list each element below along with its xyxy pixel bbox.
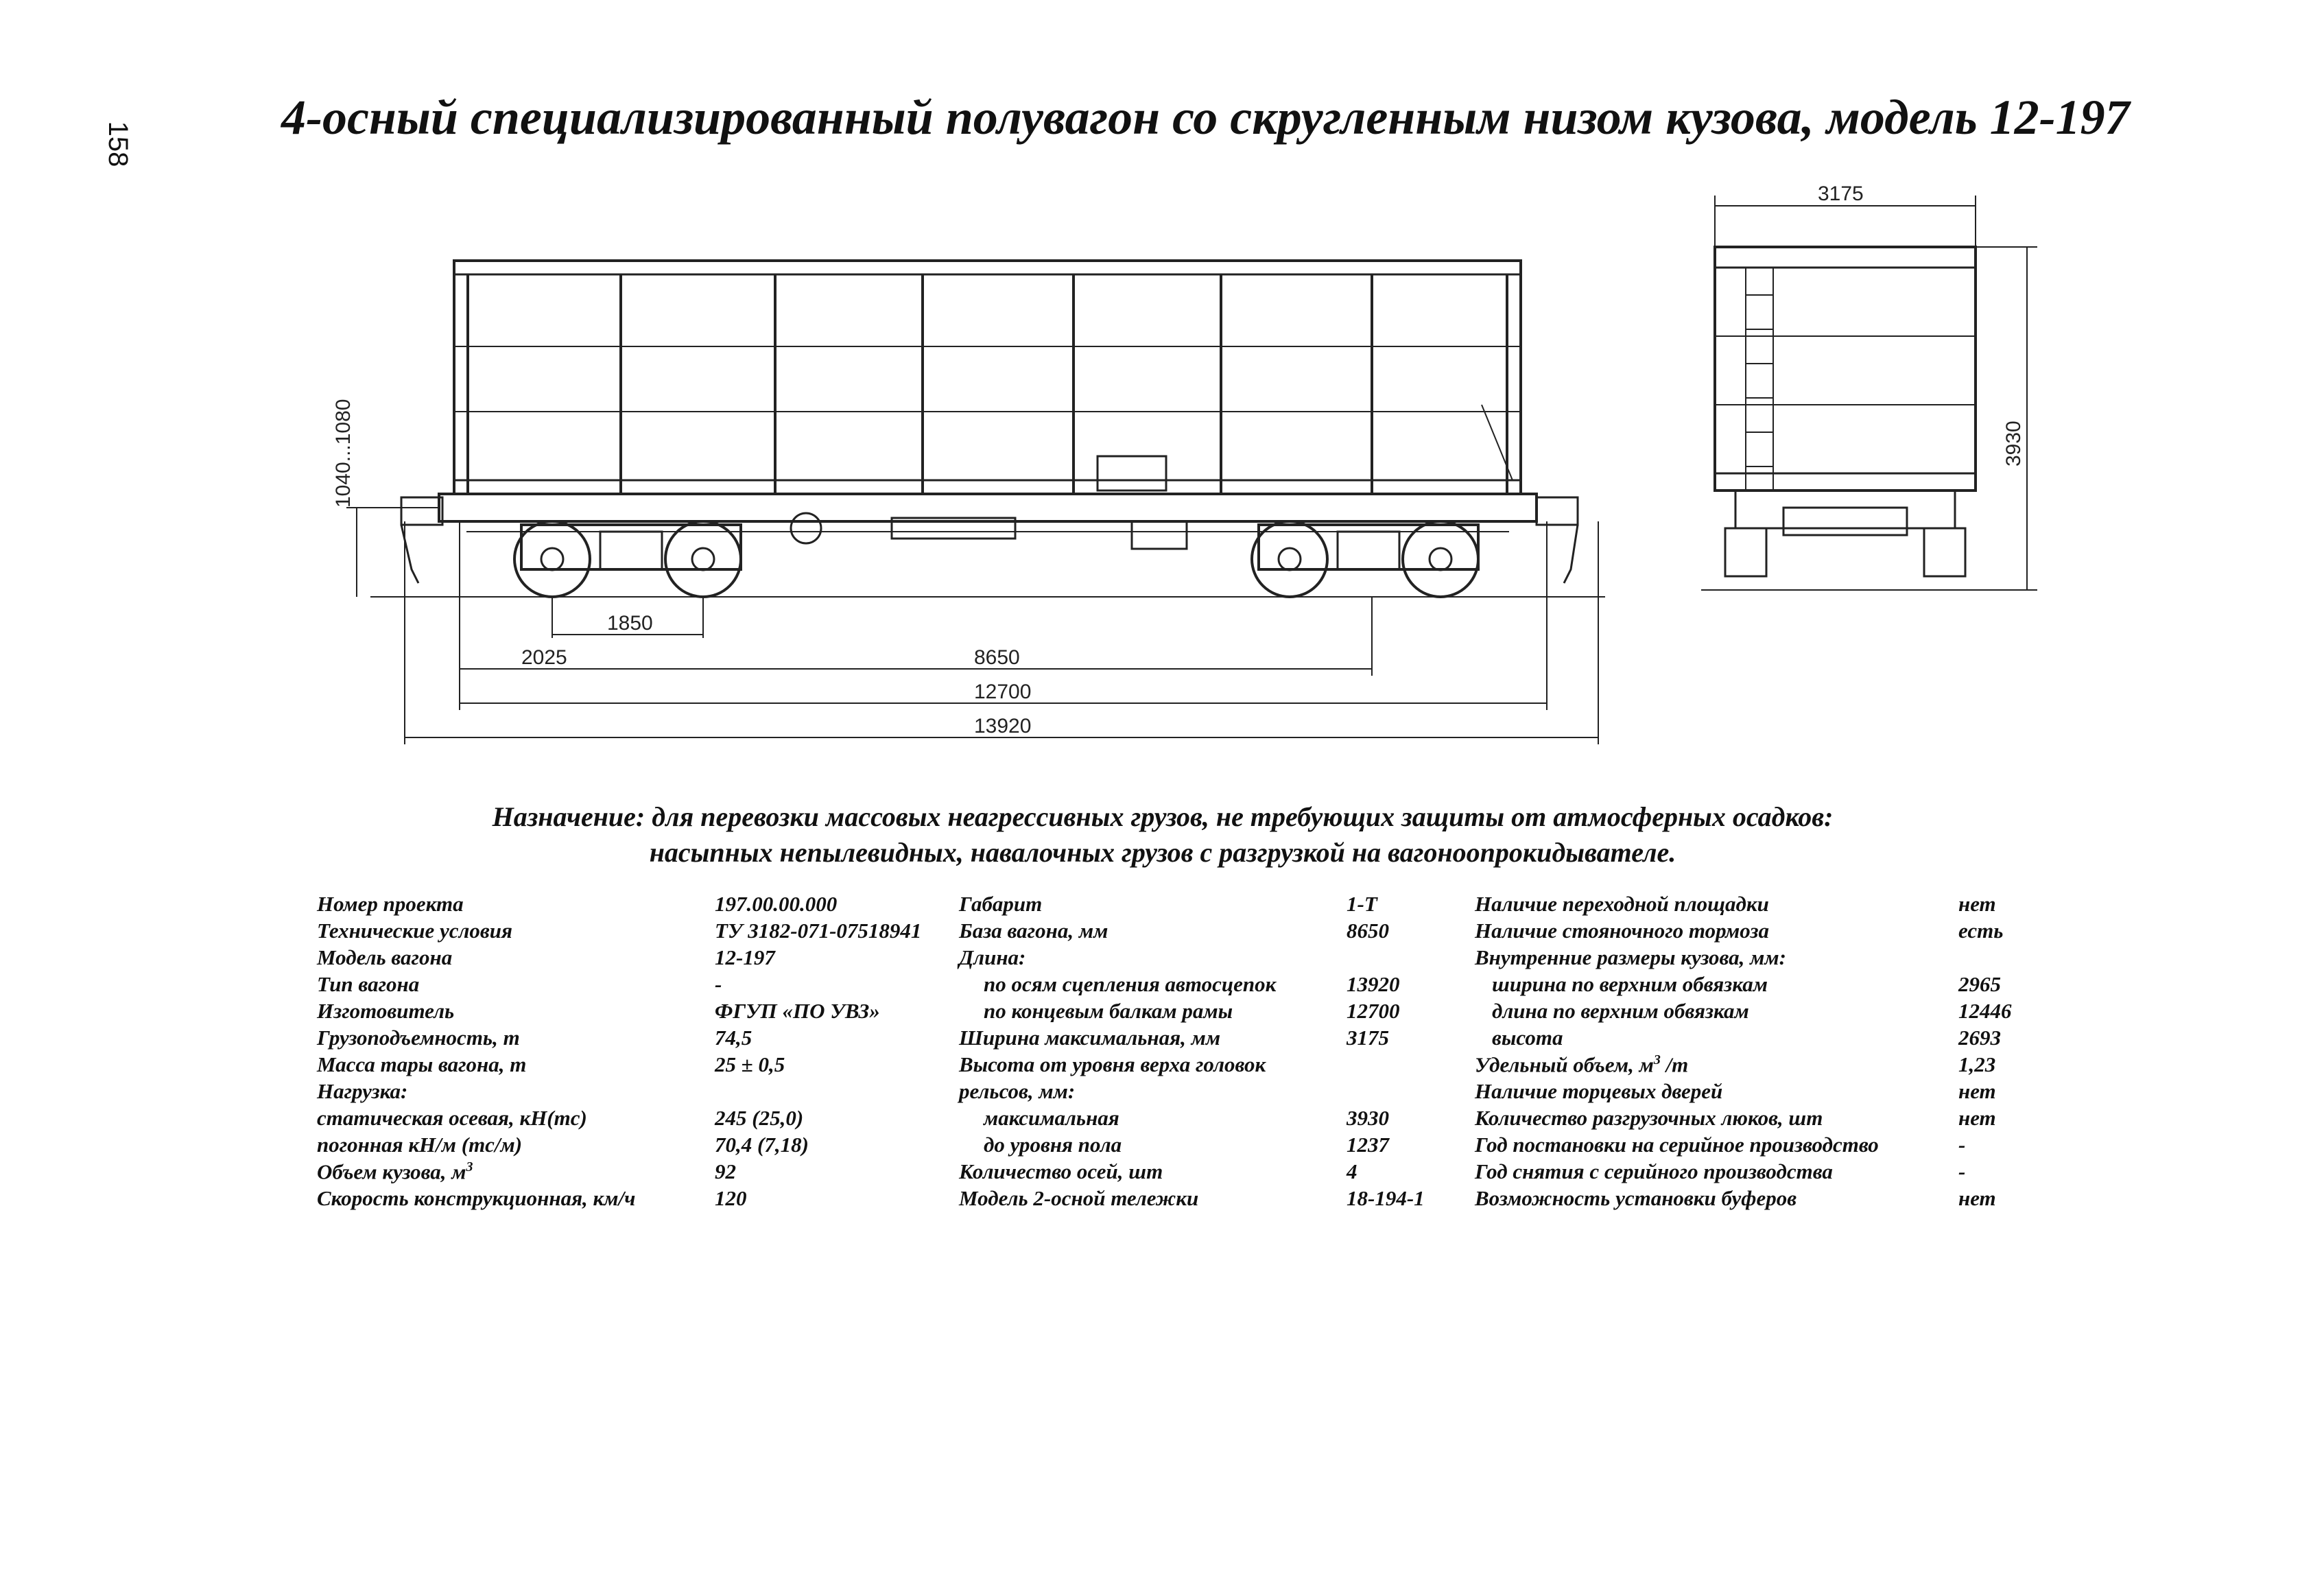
spec-label: Номер проекта — [317, 892, 464, 916]
spec-label-sup: 3 — [1653, 1052, 1661, 1067]
spec-value: 2693 — [1958, 1026, 2001, 1050]
spec-value: нет — [1958, 1106, 1996, 1130]
spec-value: 3930 — [1347, 1106, 1389, 1130]
spec-label: ширина по верхним обвязкам — [1492, 972, 1768, 996]
spec-value: 4 — [1347, 1159, 1357, 1183]
spec-label: Технические условия — [317, 919, 512, 943]
spec-value: 1237 — [1347, 1133, 1389, 1157]
spec-value: 2965 — [1958, 972, 2001, 996]
spec-value: есть — [1958, 919, 2004, 943]
spec-value: 1,23 — [1958, 1052, 1996, 1076]
dim-coupler-length: 13920 — [974, 715, 1031, 737]
spec-value: - — [1958, 1159, 1966, 1183]
end-view-dimensions — [1714, 196, 2037, 591]
spec-label: Длина: — [959, 945, 1026, 969]
spec-label-text: Удельный объем, м — [1475, 1052, 1654, 1077]
spec-label-sup: 3 — [466, 1159, 473, 1174]
spec-value: 12446 — [1958, 999, 2012, 1023]
end-view — [1701, 246, 2003, 591]
dim-height: 3930 — [2002, 421, 2025, 466]
spec-label: Модель вагона — [317, 945, 453, 969]
spec-value: 25 ± 0,5 — [715, 1052, 785, 1076]
spec-value: 13920 — [1347, 972, 1400, 996]
spec-label: высота — [1492, 1026, 1563, 1050]
spec-label: Возможность установки буферов — [1475, 1186, 1797, 1210]
purpose-line-2: насыпных непылевидных, навалочных грузов… — [649, 837, 1676, 868]
purpose-line-1: Назначение: для перевозки массовых неагр… — [492, 801, 1834, 832]
spec-label: Масса тары вагона, т — [317, 1052, 527, 1076]
spec-value: ТУ 3182-071-07518941 — [715, 919, 922, 943]
bogie-left — [513, 520, 742, 598]
spec-label: статическая осевая, кН(тс) — [317, 1106, 587, 1130]
purpose-text: Назначение: для перевозки массовых неагр… — [384, 799, 1941, 871]
spec-label: Наличие стояночного тормоза — [1475, 919, 1769, 943]
spec-label: максимальная — [984, 1106, 1119, 1130]
dim-width: 3175 — [1818, 182, 1864, 205]
spec-value: - — [1958, 1133, 1966, 1157]
spec-label: Нагрузка: — [317, 1079, 408, 1103]
spec-label: Наличие торцевых дверей — [1475, 1079, 1723, 1103]
dim-bogie-base: 1850 — [607, 612, 653, 635]
spec-label: Наличие переходной площадки — [1475, 892, 1769, 916]
spec-label-tail: /т — [1660, 1052, 1689, 1077]
spec-value: нет — [1958, 1079, 1996, 1103]
spec-value: 18-194-1 — [1347, 1186, 1425, 1210]
spec-value: 1-Т — [1347, 892, 1377, 916]
spec-value: 3175 — [1347, 1026, 1389, 1050]
spec-label: рельсов, мм: — [959, 1079, 1076, 1103]
spec-label: погонная кН/м (тс/м) — [317, 1133, 523, 1157]
page-title: 4-осный специализированный полувагон со … — [281, 90, 2130, 145]
spec-label: Модель 2-осной тележки — [959, 1186, 1199, 1210]
dim-frame-length: 12700 — [974, 681, 1031, 703]
spec-label: Ширина максимальная, мм — [959, 1026, 1221, 1050]
spec-label: до уровня пола — [984, 1133, 1122, 1157]
spec-value: нет — [1958, 1186, 1996, 1210]
spec-label: Внутренние размеры кузова, мм: — [1475, 945, 1786, 969]
dim-car-base: 8650 — [974, 646, 1020, 669]
spec-label: Скорость конструкционная, км/ч — [317, 1186, 636, 1210]
spec-label-text: Объем кузова, м — [317, 1159, 466, 1184]
spec-label: База вагона, мм — [959, 919, 1108, 943]
spec-value: нет — [1958, 892, 1996, 916]
side-view — [370, 259, 1605, 598]
spec-value: 197.00.00.000 — [715, 892, 838, 916]
spec-value: 12-197 — [715, 945, 775, 969]
spec-label: Высота от уровня верха головок — [959, 1052, 1266, 1076]
spec-label: Объем кузова, м3 — [317, 1159, 473, 1184]
spec-label: Количество осей, шт — [959, 1159, 1163, 1183]
spec-label: Тип вагона — [317, 972, 420, 996]
dim-height-side: 1040...1080 — [332, 399, 355, 508]
dim-overhang: 2025 — [521, 646, 567, 669]
spec-value: ФГУП «ПО УВЗ» — [715, 999, 880, 1023]
spec-label: по осям сцепления автосцепок — [984, 972, 1277, 996]
spec-value: - — [715, 972, 722, 996]
spec-label: длина по верхним обвязкам — [1492, 999, 1749, 1023]
spec-label: Изготовитель — [317, 999, 455, 1023]
spec-value: 12700 — [1347, 999, 1400, 1023]
spec-value: 120 — [715, 1186, 747, 1210]
spec-label: Год постановки на серийное производство — [1475, 1133, 1879, 1157]
spec-label: Габарит — [959, 892, 1043, 916]
spec-label: Количество разгрузочных люков, шт — [1475, 1106, 1823, 1130]
spec-value: 8650 — [1347, 919, 1389, 943]
side-view-dimensions — [346, 507, 1599, 744]
spec-label: Грузоподъемность, т — [317, 1026, 520, 1050]
spec-value: 74,5 — [715, 1026, 752, 1050]
railcar-drawing: 1040...1080 1850 2025 8650 12700 13920 — [332, 182, 2037, 744]
spec-value: 245 (25,0) — [715, 1106, 804, 1130]
spec-value: 70,4 (7,18) — [715, 1133, 809, 1157]
spec-label: Год снятия с серийного производства — [1475, 1159, 1833, 1183]
spec-label: по концевым балкам рамы — [984, 999, 1233, 1023]
bogie-right — [1250, 520, 1480, 598]
end-view-dimension-labels: 3175 3930 — [1818, 182, 2025, 466]
spec-value: 92 — [715, 1159, 736, 1183]
side-view-dimension-labels: 1040...1080 1850 2025 8650 12700 13920 — [332, 399, 1031, 737]
spec-label: Удельный объем, м3 /т — [1475, 1052, 1688, 1077]
